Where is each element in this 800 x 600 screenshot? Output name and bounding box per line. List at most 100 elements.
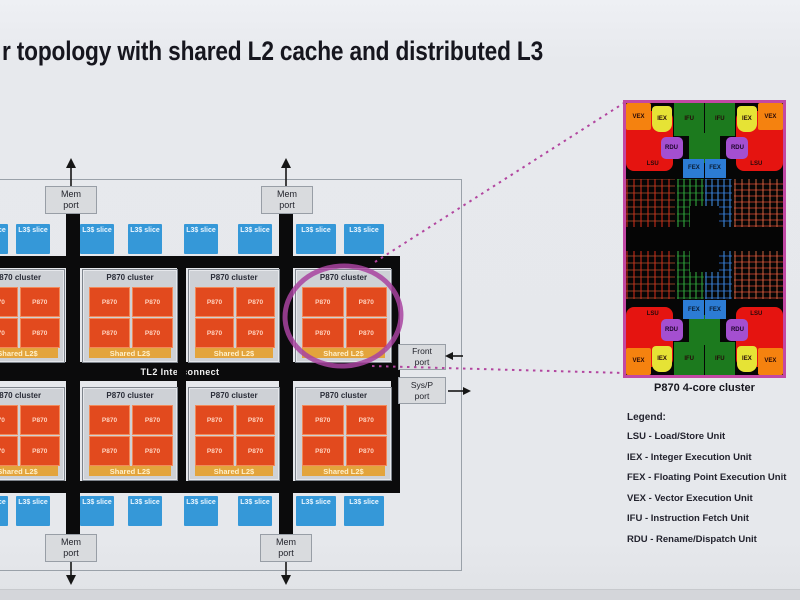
p870-core: P870 — [0, 405, 18, 435]
die-unit-vex: VEX — [626, 347, 652, 375]
p870-core: P870 — [345, 436, 387, 466]
p870-core: P870 — [19, 436, 60, 466]
p870-core: P870 — [236, 436, 275, 466]
p870-core: P870 — [132, 318, 173, 348]
l3-slice: L3$ slice — [16, 496, 50, 526]
die-unit-lsu: LSU — [750, 161, 763, 168]
slide-bottom-edge — [0, 589, 800, 600]
legend-item: FEX - Floating Point Execution Unit — [627, 472, 787, 483]
cluster-title: P870 cluster — [0, 391, 42, 400]
legend-item: IFU - Instruction Fetch Unit — [627, 513, 749, 524]
mem-bus-right — [279, 213, 293, 534]
l3-slice: L3$ slice — [80, 224, 114, 254]
die-region-ifu — [688, 315, 721, 346]
p870-core: P870 — [195, 318, 234, 348]
legend-item: VEX - Vector Execution Unit — [627, 492, 753, 504]
cluster-title: P870 cluster — [319, 273, 368, 282]
die-unit-iex: IEX — [651, 346, 673, 373]
mem-port-box: Mem port — [261, 186, 313, 214]
legend-item: LSU - Load/Store Unit — [627, 431, 726, 442]
die-caption: P870 4-core cluster — [654, 382, 755, 394]
interconnect-bar-top — [0, 256, 400, 268]
shared-l2-bar: Shared L2$ — [195, 466, 273, 476]
p870-core: P870 — [345, 405, 387, 435]
p870-core: P870 — [302, 436, 344, 466]
die-unit-fex: FEX — [683, 158, 705, 178]
die-unit-rdu: RDU — [660, 137, 683, 159]
cluster-title: P870 cluster — [319, 391, 368, 400]
die-unit-fex: FEX — [683, 300, 705, 320]
p870-core: P870 — [195, 405, 234, 435]
p870-core: P870 — [236, 318, 275, 348]
l3-slice: L3$ slice — [238, 496, 272, 526]
tl2-interconnect-bar: TL2 Interconnect — [0, 362, 400, 381]
die-unit-rdu: RDU — [726, 319, 749, 341]
l3-slice: L3$ slice — [128, 224, 162, 254]
shared-l2-bar: Shared L2$ — [0, 348, 58, 358]
p870-core: P870 — [132, 287, 173, 317]
die-unit-lsu: LSU — [750, 310, 763, 317]
die-region-ifu — [688, 132, 721, 163]
l3-slice: L3$ slice — [16, 224, 50, 254]
slide-title: r topology with shared L2 cache and dist… — [2, 36, 544, 66]
sys-port-box: Sys/P port — [398, 377, 446, 404]
die-unit-iex: IEX — [651, 105, 673, 132]
cluster-title: P870 cluster — [106, 273, 154, 282]
p870-core: P870 — [89, 436, 130, 466]
die-unit-vex: VEX — [757, 103, 783, 131]
shared-l2-bar: Shared L2$ — [302, 466, 385, 476]
die-unit-rdu: RDU — [726, 137, 749, 159]
cluster-title: P870 cluster — [210, 273, 258, 282]
shared-l2-bar: Shared L2$ — [0, 466, 58, 476]
p870-core: P870 — [19, 287, 60, 317]
p870-core: P870 — [132, 405, 173, 435]
p870-core: P870 — [0, 318, 18, 348]
die-unit-rdu: RDU — [660, 319, 683, 341]
p870-core: P870 — [0, 436, 18, 466]
l3-slice: L3$ slice — [344, 224, 384, 254]
cluster-title: P870 cluster — [106, 391, 154, 400]
legend-item: RDU - Rename/Dispatch Unit — [627, 533, 757, 545]
shared-l2-bar: Shared L2$ — [89, 348, 171, 358]
l3-slice: L3$ slice — [296, 224, 336, 254]
p870-core: P870 — [195, 436, 234, 466]
chip-outline — [0, 179, 462, 571]
cluster-divider-bar-2 — [391, 256, 400, 493]
die-unit-vex: VEX — [626, 103, 652, 131]
cluster-title: P870 cluster — [0, 273, 42, 282]
die-unit-fex: FEX — [704, 300, 726, 320]
shared-l2-bar: Shared L2$ — [89, 466, 171, 476]
mem-port-box: Mem port — [45, 534, 97, 562]
p870-core: P870 — [132, 436, 173, 466]
legend-item: IEX - Integer Execution Unit — [627, 451, 752, 463]
l3-slice: L3$ slice — [0, 496, 8, 526]
shared-l2-bar: Shared L2$ — [195, 348, 273, 358]
p870-core: P870 — [345, 287, 387, 317]
l3-slice: L3$ slice — [296, 496, 336, 526]
l3-slice: L3$ slice — [344, 496, 384, 526]
die-unit-iex: IEX — [736, 346, 758, 373]
die-cache-array — [626, 226, 783, 252]
l3-slice: L3$ slice — [238, 224, 272, 254]
p870-core: P870 — [236, 287, 275, 317]
shared-l2-bar: Shared L2$ — [302, 348, 385, 358]
die-unit-ifu: IFU — [673, 103, 705, 136]
p870-core: P870 — [302, 405, 344, 435]
mem-port-box: Mem port — [260, 534, 312, 562]
die-unit-lsu: LSU — [646, 310, 659, 317]
p870-core: P870 — [345, 318, 387, 348]
l3-slice: L3$ slice — [184, 224, 218, 254]
p870-core: P870 — [302, 287, 344, 317]
l3-slice: L3$ slice — [184, 496, 218, 526]
p870-core: P870 — [89, 405, 130, 435]
